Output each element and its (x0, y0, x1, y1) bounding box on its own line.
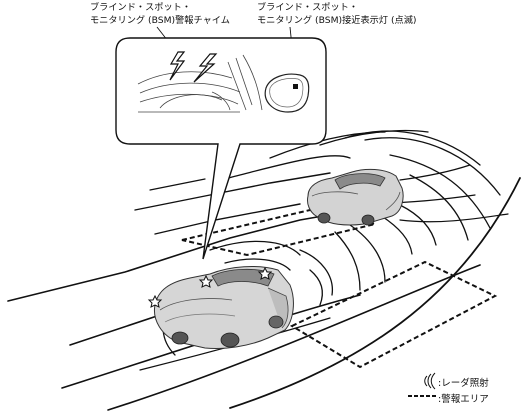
bsm-approach-indicator-label-line1: ブラインド・スポット・ (257, 2, 359, 13)
bsm-approach-indicator-label: ブラインド・スポット・ モニタリング (BSM)接近表示灯 (点滅) (257, 1, 417, 27)
cockpit-sketch (137, 54, 263, 113)
side-mirror (264, 73, 310, 113)
chime-lightning-icon (169, 51, 218, 83)
radar-curve-15 (309, 269, 323, 306)
lane-line-5 (149, 178, 206, 191)
radar-legend-icon (424, 372, 436, 390)
lane-line-12 (399, 164, 471, 181)
radar-sensor-markers (147, 266, 273, 308)
bsm-approach-indicator-label-line2: モニタリング (BSM)接近表示灯 (点滅) (257, 15, 417, 26)
radar-sensor-star-icon (147, 294, 163, 308)
radar-curve-13 (224, 258, 291, 271)
legend-radar-label: :レーダ照射 (438, 378, 489, 389)
radar-curve-8 (399, 204, 437, 246)
lane-line-9 (229, 177, 521, 409)
radar-sensor-star-icon (198, 274, 214, 288)
bsm-indicator-light-icon (293, 84, 298, 89)
bsm-warning-chime-label-line1: ブラインド・スポット・ (90, 2, 192, 13)
lane-line-10 (399, 213, 509, 223)
radar-curve-10 (349, 224, 386, 283)
callout-bubble (115, 37, 327, 260)
radar-curve-6 (389, 154, 491, 229)
radar-curve-4 (344, 130, 481, 166)
radar-curve-7 (409, 174, 469, 241)
side-mirror-housing (264, 73, 310, 113)
lane-line-3 (154, 203, 301, 235)
radar-curve-5 (364, 137, 501, 196)
rear-car (307, 168, 404, 226)
radar-curve-12 (209, 240, 301, 256)
radar-curve-11 (334, 231, 361, 291)
legend-warning-area-label: :警報エリア (438, 394, 489, 405)
radar-curve-1 (227, 155, 351, 179)
lane-line-8 (107, 264, 481, 411)
radar-curve-3 (319, 129, 429, 146)
lane-line-4 (134, 172, 331, 211)
radar-curve-14 (299, 249, 334, 296)
bsm-warning-chime-label: ブラインド・スポット・ モニタリング (BSM)警報チャイム (90, 1, 230, 27)
legend (408, 372, 436, 397)
radar-sensor-star-icon (257, 266, 273, 280)
bsm-warning-chime-label-line2: モニタリング (BSM)警報チャイム (90, 15, 230, 26)
warning-area-right-lane (289, 260, 498, 369)
warning-areas (181, 208, 498, 369)
own-car (153, 266, 294, 349)
